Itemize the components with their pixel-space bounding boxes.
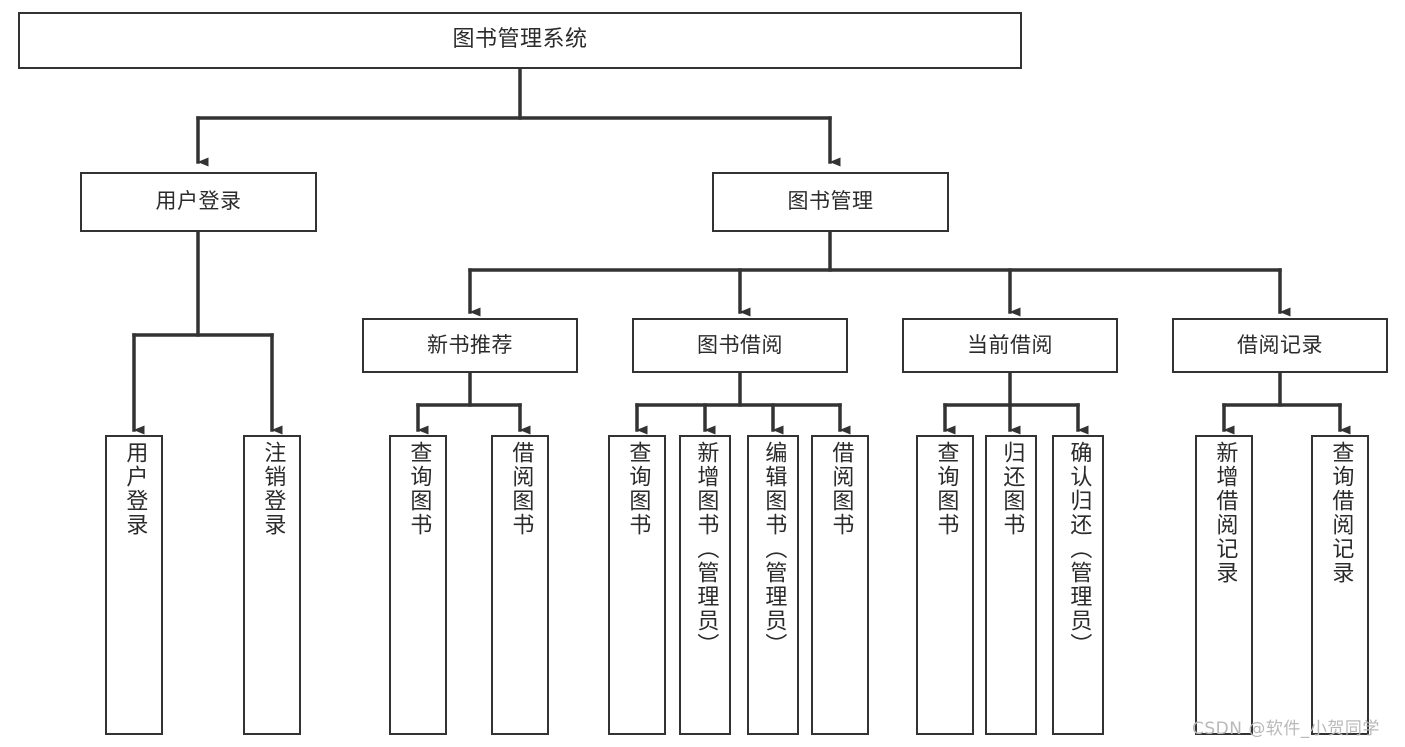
node-leaf-query-book-3-label: 查询图书 bbox=[933, 441, 959, 537]
node-current-borrow-label: 当前借阅 bbox=[967, 332, 1053, 357]
node-leaf-add-record-label: 新增借阅记录 bbox=[1212, 441, 1238, 585]
node-current-borrow[interactable]: 当前借阅 bbox=[902, 318, 1118, 373]
node-user-login[interactable]: 用户登录 bbox=[80, 172, 317, 232]
node-leaf-confirm-return-label: 确认归还（管理员） bbox=[1066, 441, 1092, 657]
node-book-manage-label: 图书管理 bbox=[787, 189, 874, 214]
node-new-book-recommend-label: 新书推荐 bbox=[427, 332, 513, 357]
node-leaf-add-book[interactable]: 新增图书（管理员） bbox=[679, 435, 731, 735]
node-leaf-add-record[interactable]: 新增借阅记录 bbox=[1195, 435, 1253, 735]
node-leaf-borrow-book-2-label: 借阅图书 bbox=[828, 441, 854, 537]
node-leaf-add-book-label: 新增图书（管理员） bbox=[693, 441, 719, 657]
node-leaf-query-record[interactable]: 查询借阅记录 bbox=[1311, 435, 1369, 735]
node-borrow-record[interactable]: 借阅记录 bbox=[1172, 318, 1388, 373]
node-leaf-return-book[interactable]: 归还图书 bbox=[985, 435, 1037, 735]
node-leaf-query-book-1-label: 查询图书 bbox=[406, 441, 432, 537]
node-leaf-confirm-return[interactable]: 确认归还（管理员） bbox=[1052, 435, 1104, 735]
node-leaf-user-login[interactable]: 用户登录 bbox=[105, 435, 163, 735]
node-new-book-recommend[interactable]: 新书推荐 bbox=[362, 318, 578, 373]
node-leaf-return-book-label: 归还图书 bbox=[999, 441, 1025, 537]
node-leaf-user-login-label: 用户登录 bbox=[122, 441, 148, 537]
node-root-system[interactable]: 图书管理系统 bbox=[18, 12, 1022, 69]
node-book-manage[interactable]: 图书管理 bbox=[712, 172, 949, 232]
node-borrow-record-label: 借阅记录 bbox=[1237, 332, 1323, 357]
watermark-text: CSDN @软件_小贺同学 bbox=[1192, 719, 1380, 739]
node-leaf-logout-login-label: 注销登录 bbox=[260, 441, 286, 537]
node-leaf-edit-book-label: 编辑图书（管理员） bbox=[761, 441, 787, 657]
node-leaf-query-book-1[interactable]: 查询图书 bbox=[389, 435, 447, 735]
node-leaf-borrow-book-2[interactable]: 借阅图书 bbox=[811, 435, 869, 735]
node-leaf-edit-book[interactable]: 编辑图书（管理员） bbox=[747, 435, 799, 735]
node-root-system-label: 图书管理系统 bbox=[452, 27, 588, 53]
node-user-login-label: 用户登录 bbox=[155, 189, 242, 214]
node-leaf-logout-login[interactable]: 注销登录 bbox=[243, 435, 301, 735]
node-leaf-query-record-label: 查询借阅记录 bbox=[1328, 441, 1354, 585]
node-book-borrow[interactable]: 图书借阅 bbox=[632, 318, 848, 373]
node-book-borrow-label: 图书借阅 bbox=[697, 332, 783, 357]
node-leaf-borrow-book-1-label: 借阅图书 bbox=[508, 441, 534, 537]
node-leaf-query-book-2[interactable]: 查询图书 bbox=[608, 435, 666, 735]
node-leaf-query-book-3[interactable]: 查询图书 bbox=[916, 435, 974, 735]
node-leaf-query-book-2-label: 查询图书 bbox=[625, 441, 651, 537]
node-leaf-borrow-book-1[interactable]: 借阅图书 bbox=[491, 435, 549, 735]
